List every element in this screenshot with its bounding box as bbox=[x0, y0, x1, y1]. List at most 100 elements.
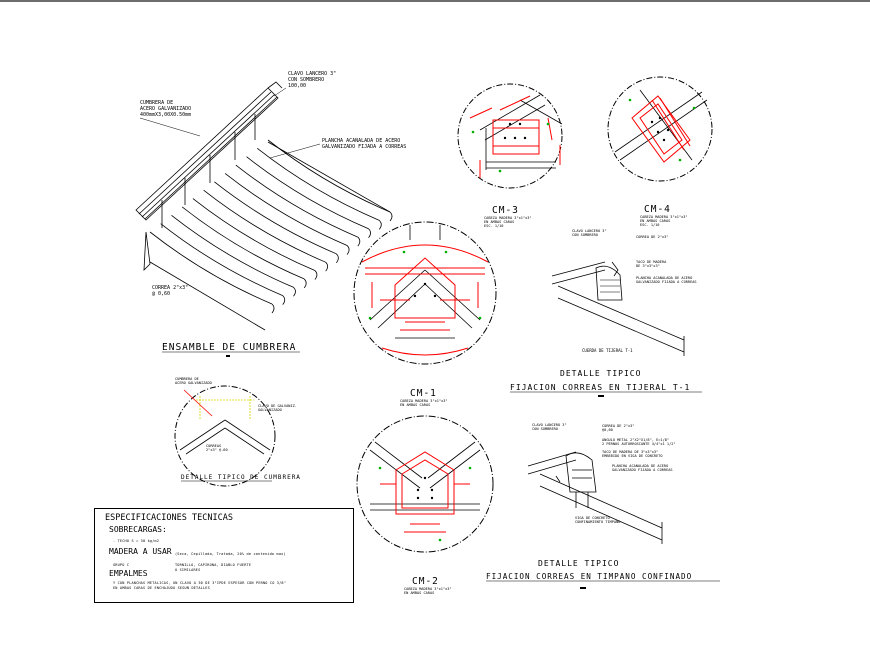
timpano-title-1: DETALLE TIPICO bbox=[538, 559, 619, 568]
cm2-title: CM-2 bbox=[412, 576, 439, 587]
spec-madera: MADERA A USAR bbox=[109, 547, 172, 556]
det-note-6: 2"x3" @.60 bbox=[206, 448, 228, 452]
cm3-detail bbox=[457, 83, 563, 189]
corrugation-wave bbox=[314, 270, 318, 280]
corrugation-wave bbox=[303, 278, 307, 289]
tij-note-8: CUERDA DE TIJERAL T-1 bbox=[582, 348, 633, 353]
correa-note-2: @ 0,60 bbox=[152, 291, 170, 297]
cm1-note-2: EN AMBAS CARAS bbox=[400, 403, 430, 407]
corrugation-wave bbox=[325, 261, 329, 272]
top-border bbox=[0, 0, 870, 2]
spec-grupo-label: GRUPO C bbox=[113, 563, 130, 567]
tij-note-6: PLANCHA ACANALADA DE ACERO bbox=[636, 276, 692, 280]
corrugation-wave bbox=[378, 220, 382, 230]
corrugation-wave bbox=[368, 228, 371, 238]
corrugation-line bbox=[203, 189, 326, 263]
corrugation-line bbox=[246, 156, 369, 230]
cm1-title: CM-1 bbox=[410, 388, 437, 399]
corrugation-wave bbox=[357, 236, 361, 247]
det-note-5: CORREAS bbox=[206, 444, 221, 448]
tim-note-11: VIGA DE CONCRETO bbox=[575, 516, 610, 520]
corrugation-line bbox=[224, 173, 348, 246]
tim-note-10: GALVANIZADO FIJADA A CORREAS bbox=[612, 468, 673, 472]
tij-note-3: CORREA DE 2"x3" bbox=[636, 235, 668, 239]
tim-note-1: CLAVO LANCERO 3" bbox=[532, 423, 567, 427]
plancha-note-1: PLANCHA ACANALADA DE ACERO bbox=[322, 138, 400, 144]
correa-note-1: CORREA 2"x3" bbox=[152, 285, 188, 291]
tijeral-title-2: FIJACION CORREAS EN TIJERAL T-1 bbox=[510, 383, 690, 392]
corrugation-line bbox=[235, 164, 358, 238]
corrugation-line bbox=[192, 198, 316, 271]
corrugation-wave bbox=[389, 211, 393, 222]
tijeral-detail bbox=[551, 261, 685, 356]
cm4-detail bbox=[607, 76, 713, 182]
detalle-cumbrera-title: DETALLE TIPICO DE CUMBRERA bbox=[181, 474, 301, 481]
cm4-note-2: EN AMBAS CARAS bbox=[640, 219, 670, 223]
spec-title: ESPECIFICACIONES TECNICAS bbox=[105, 513, 233, 523]
especificaciones-tecnicas: ESPECIFICACIONES TECNICAS SOBRECARGAS: -… bbox=[94, 508, 354, 603]
tim-note-6: 2 PERNOS AUTORROSCANTE 4/4"x1 1/2" bbox=[602, 442, 676, 446]
timpano-title-2: FIJACION CORREAS EN TIMPANO CONFINADO bbox=[486, 572, 692, 581]
det-note-4: GALVANIZADO bbox=[258, 408, 282, 412]
corrugation-wave bbox=[336, 253, 339, 264]
det-note-1: CUMBRERA DE bbox=[175, 377, 199, 381]
plancha-note-2: GALVANIZADO FIJADA A CORREAS bbox=[322, 144, 406, 150]
cm1-note-1: CABEZA MADERA 3"x1"x3" bbox=[400, 399, 448, 403]
timpano-detail bbox=[527, 451, 663, 544]
tim-note-9: PLANCHA ACANALADA DE ACERO bbox=[612, 464, 668, 468]
cm4-note-1: CABEZA MADERA 3"x1"x3" bbox=[640, 215, 688, 219]
cm3-note-3: ESC. 1/10 bbox=[484, 224, 503, 228]
cm3-note-1: CABEZA MADERA 3"x1"x3" bbox=[484, 216, 532, 220]
cm4-note-3: ESC. 1/10 bbox=[640, 223, 659, 227]
cm3-title: CM-3 bbox=[492, 205, 519, 216]
ensamble-title: ENSAMBLE DE CUMBRERA bbox=[162, 342, 296, 353]
spec-sobrecargas-val: - TECHO S = 30 kg/m2 bbox=[113, 539, 160, 543]
corrugation-wave bbox=[346, 245, 350, 255]
tim-note-12: CONFINAMIENTO TIMPANO bbox=[575, 520, 620, 524]
tim-note-8: EMBEBIDO EN VIGA DE CONCRETO bbox=[602, 454, 663, 458]
spec-sobrecargas: SOBRECARGAS: bbox=[109, 525, 167, 534]
cm2-note-2: EN AMBAS CARAS bbox=[404, 591, 434, 595]
tim-note-4: @0,60 bbox=[602, 428, 613, 432]
ensamble-cumbrera-drawing bbox=[135, 81, 393, 331]
det-note-3: CLAVO DE GALVANIZ. bbox=[258, 404, 297, 408]
corrugation-line bbox=[214, 181, 337, 255]
clavo-note-3: 100,00 bbox=[288, 83, 306, 89]
tim-note-3: CORREA DE 2"x3" bbox=[602, 424, 634, 428]
clavo-note-2: CON SOMBRERO bbox=[288, 77, 324, 83]
spec-empalmes: EMPALMES bbox=[109, 569, 148, 578]
cm1-detail bbox=[356, 415, 494, 553]
tij-note-2: CON SOMBRERO bbox=[572, 233, 598, 237]
det-note-2: ACERO GALVANIZADO bbox=[175, 381, 212, 385]
cm3-note-2: EN AMBAS CARAS bbox=[484, 220, 514, 224]
spec-empalmes-val-1: Y CON PLANCHAS METALICAS, UN CLAVO A 30 … bbox=[113, 581, 287, 585]
tij-note-7: GALVANIZADO FIJADA A CORREAS bbox=[636, 280, 697, 284]
tij-note-1: CLAVO LANCERO 3" bbox=[572, 229, 607, 233]
corrugation-line bbox=[149, 231, 273, 305]
spec-empalmes-val-2: EN AMBAS CARAS DE ENCHAJUDO SEGUN DETALL… bbox=[113, 586, 210, 590]
corrugation-wave bbox=[271, 303, 275, 314]
cm2-note-1: CABEZA MADERA 3"x1"x3" bbox=[404, 587, 452, 591]
cumbrera-note-3: 400mmX3,00X0.50mm bbox=[140, 112, 191, 118]
spec-grupo-val-1: TORNILLO, CAPIRONA, DIABLO FUERTE bbox=[175, 563, 252, 567]
cm-main-detail bbox=[353, 221, 497, 365]
tim-note-7: TACO DE MADERA DE 3"x3"x3" bbox=[602, 450, 658, 454]
corrugation-wave bbox=[282, 295, 286, 305]
detalle-cumbrera-drawing bbox=[174, 385, 276, 487]
tij-note-5: DE 3"x3"x3" bbox=[636, 264, 660, 268]
corrugation-line bbox=[160, 223, 283, 297]
tijeral-title-1: DETALLE TIPICO bbox=[560, 369, 641, 378]
corrugation-wave bbox=[293, 286, 296, 297]
corrugation-line bbox=[257, 148, 380, 221]
corrugation-line bbox=[181, 206, 305, 280]
tim-note-5: ANGULO METAL 2"X2"X1/8", E=1/8" bbox=[602, 438, 669, 442]
tij-note-4: TACO DE MADERA bbox=[636, 260, 667, 264]
spec-grupo-val-2: O SIMILARES bbox=[175, 568, 201, 572]
spec-madera-val: (Seca, Cepillada, Tratada, 20% de conten… bbox=[175, 552, 286, 556]
tim-note-2: CON SOMBRERO bbox=[532, 427, 558, 431]
cm4-title: CM-4 bbox=[644, 204, 671, 215]
cumbrera-note-2: ACERO GALVANIZADO bbox=[140, 106, 191, 112]
cumbrera-note-1: CUMBRERA DE bbox=[140, 100, 173, 106]
corrugated-sheet bbox=[149, 139, 393, 314]
